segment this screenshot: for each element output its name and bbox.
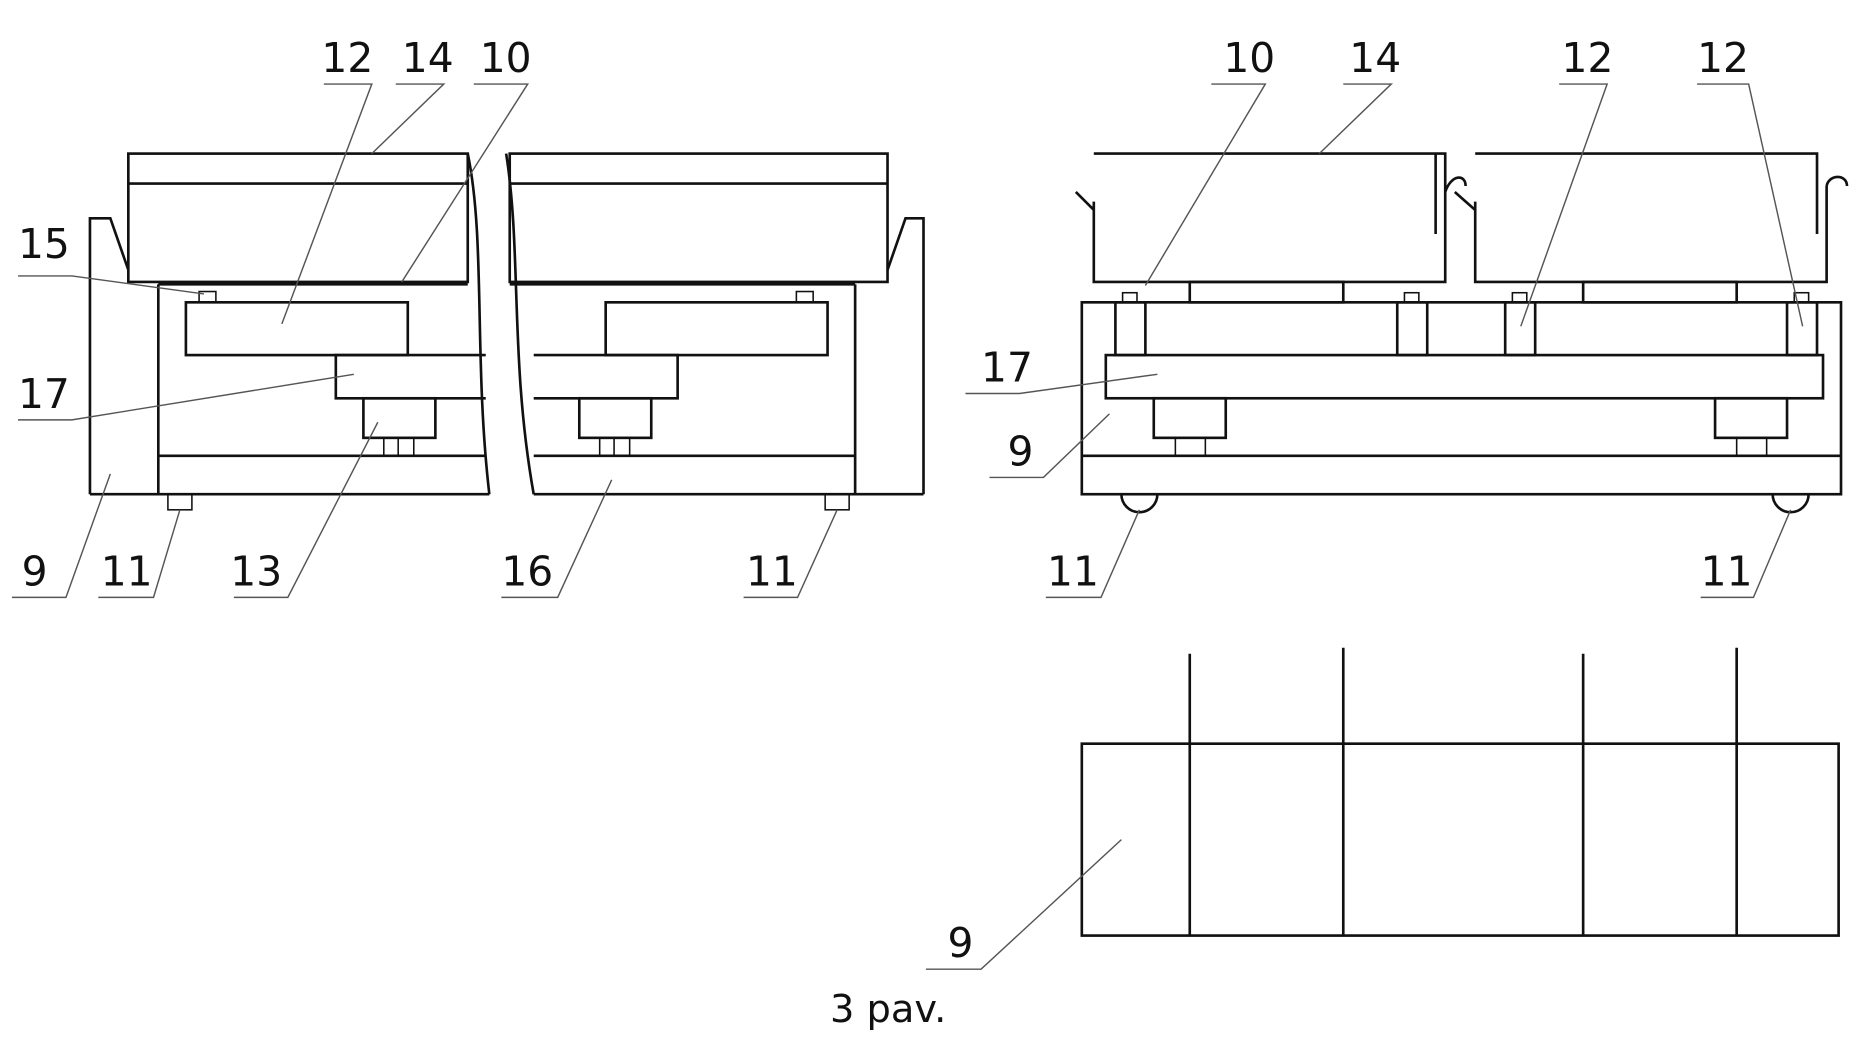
leader-lines xyxy=(12,84,1803,969)
foot-11 xyxy=(168,494,192,510)
label: 11 xyxy=(101,547,153,595)
label: 11 xyxy=(1701,547,1753,595)
wheel-11 xyxy=(1121,494,1157,512)
label: 11 xyxy=(746,547,798,595)
beam-17-right xyxy=(1106,355,1823,398)
label: 17 xyxy=(18,370,70,418)
base-9-plan xyxy=(1082,744,1839,936)
label: 17 xyxy=(981,343,1033,391)
label: 14 xyxy=(402,34,454,82)
load-cell-12-right xyxy=(606,302,828,355)
tray-14-left-a xyxy=(128,154,467,282)
label: 10 xyxy=(480,34,532,82)
label: 9 xyxy=(947,919,973,967)
label: 11 xyxy=(1047,547,1099,595)
label: 14 xyxy=(1349,34,1401,82)
support-13 xyxy=(363,398,435,438)
label: 9 xyxy=(22,547,48,595)
break-line xyxy=(468,154,534,495)
figure-caption: 3 pav. xyxy=(830,987,946,1032)
foot-11 xyxy=(825,494,849,510)
tray-14-right-a xyxy=(1076,154,1445,282)
tray-14-right-b xyxy=(1445,154,1847,282)
beam-17 xyxy=(336,355,486,398)
label: 12 xyxy=(1562,34,1614,82)
label: 12 xyxy=(1697,34,1749,82)
label: 10 xyxy=(1223,34,1275,82)
label: 13 xyxy=(230,547,282,595)
label: 12 xyxy=(321,34,373,82)
bottom-view xyxy=(1082,648,1839,936)
tray-14-left-b xyxy=(510,154,888,282)
load-cell-12-left xyxy=(186,302,408,355)
wheel-11 xyxy=(1773,494,1809,512)
left-view xyxy=(90,154,924,510)
label: 16 xyxy=(501,547,553,595)
label: 9 xyxy=(1007,427,1033,475)
label: 15 xyxy=(18,220,70,268)
